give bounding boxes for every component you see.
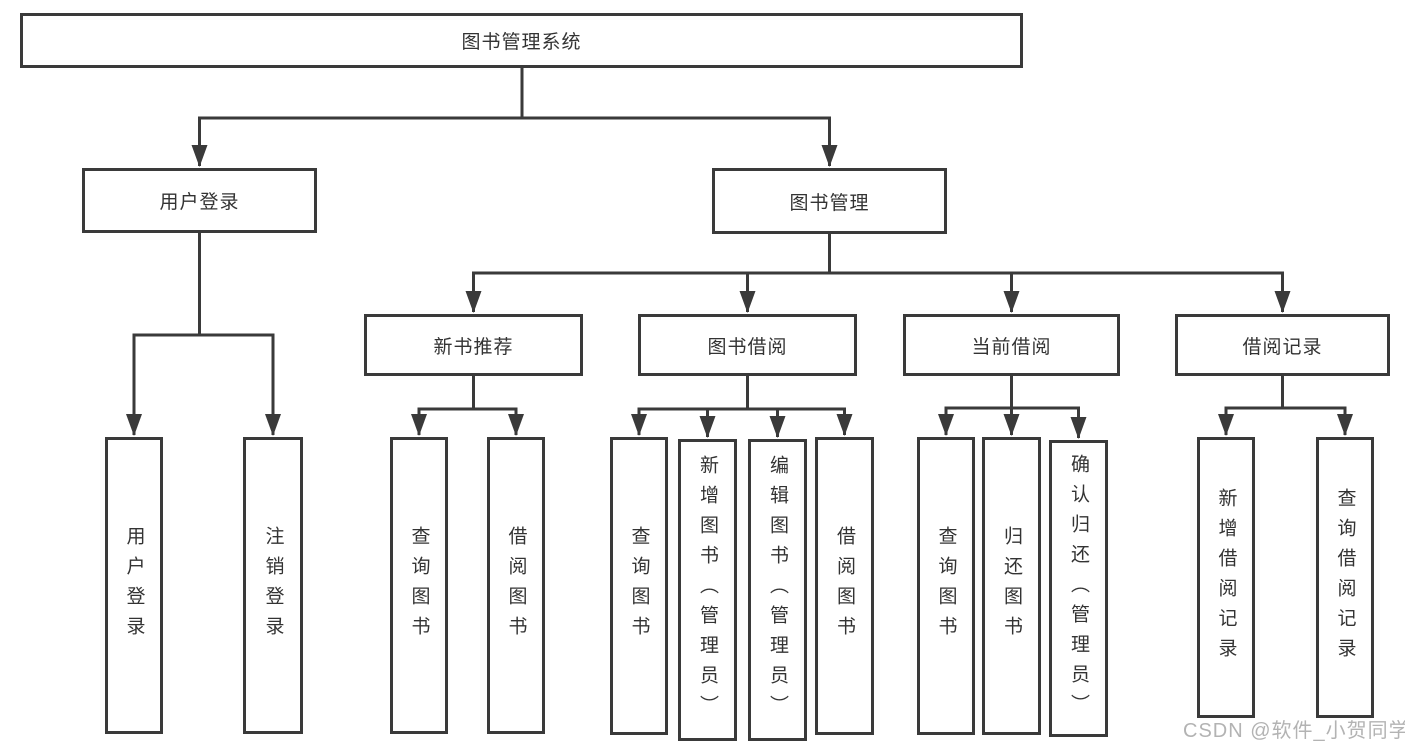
node-new-book-recommend: 新书推荐: [364, 314, 583, 376]
node-current-borrowing-label: 当前借阅: [971, 336, 1052, 358]
leaf-query-borrow-record: 查询借阅记录: [1316, 437, 1374, 718]
node-current-borrowing: 当前借阅: [903, 314, 1120, 376]
leaf-edit-books-admin: 编辑图书（管理员）: [748, 439, 807, 741]
node-user-login: 用户登录: [82, 168, 317, 233]
leaf-borrow-books-2: 借阅图书: [815, 437, 874, 735]
node-borrowing-records-label: 借阅记录: [1242, 336, 1323, 358]
leaf-user-login-label: 用户登录: [123, 525, 145, 646]
leaf-query-books-1: 查询图书: [390, 437, 448, 734]
leaf-add-books-admin-label: 新增图书（管理员）: [697, 455, 718, 725]
leaf-confirm-return-admin: 确认归还（管理员）: [1049, 440, 1108, 737]
leaf-user-login: 用户登录: [105, 437, 163, 734]
node-book-borrowing: 图书借阅: [638, 314, 857, 376]
leaf-borrow-books-1-label: 借阅图书: [505, 525, 527, 646]
leaf-add-borrow-record-label: 新增借阅记录: [1215, 487, 1237, 668]
leaf-query-borrow-record-label: 查询借阅记录: [1334, 487, 1356, 668]
leaf-add-borrow-record: 新增借阅记录: [1197, 437, 1255, 718]
leaf-add-books-admin: 新增图书（管理员）: [678, 439, 737, 741]
leaf-query-books-2: 查询图书: [610, 437, 668, 735]
leaf-borrow-books-2-label: 借阅图书: [834, 526, 855, 646]
node-root-label: 图书管理系统: [461, 32, 582, 53]
node-root: 图书管理系统: [20, 13, 1023, 68]
node-book-management: 图书管理: [712, 168, 947, 234]
leaf-confirm-return-admin-label: 确认归还（管理员）: [1068, 453, 1089, 724]
leaf-query-books-1-label: 查询图书: [408, 525, 430, 646]
leaf-return-books: 归还图书: [982, 437, 1041, 735]
leaf-return-books-label: 归还图书: [1001, 526, 1022, 646]
leaf-logout-label: 注销登录: [262, 525, 284, 646]
node-user-login-label: 用户登录: [159, 192, 240, 213]
node-new-book-recommend-label: 新书推荐: [433, 336, 514, 358]
leaf-edit-books-admin-label: 编辑图书（管理员）: [767, 455, 788, 725]
node-borrowing-records: 借阅记录: [1175, 314, 1390, 376]
leaf-query-books-2-label: 查询图书: [628, 526, 650, 646]
leaf-borrow-books-1: 借阅图书: [487, 437, 545, 734]
node-book-borrowing-label: 图书借阅: [707, 336, 788, 358]
node-book-management-label: 图书管理: [789, 192, 870, 214]
leaf-query-books-3: 查询图书: [917, 437, 975, 735]
leaf-logout: 注销登录: [243, 437, 303, 734]
csdn-watermark: CSDN @软件_小贺同学: [1183, 720, 1405, 742]
leaf-query-books-3-label: 查询图书: [935, 526, 957, 646]
